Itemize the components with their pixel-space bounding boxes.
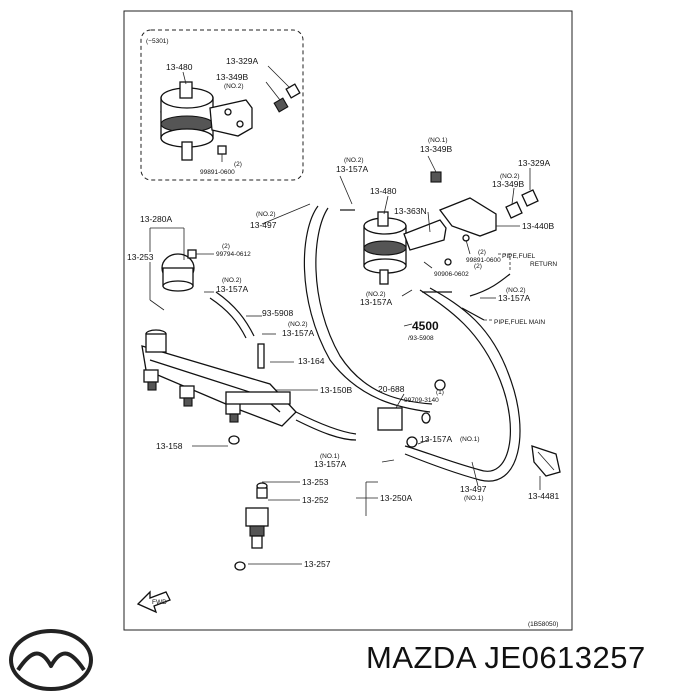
label-157A-d-no: (NO.1): [320, 453, 340, 460]
inset-99891: 99891-0600: [200, 169, 235, 176]
label-157A-a-no: (NO.2): [222, 277, 242, 284]
label-90906: 90906-0602: [434, 271, 469, 278]
inset-13-349B-no: (NO.2): [224, 83, 244, 90]
label-13-257: 13-257: [304, 559, 331, 569]
label-13-253-top: 13-253: [127, 252, 154, 262]
label-13-253-bot: 13-253: [302, 477, 329, 487]
drawing-code: (1B58050): [528, 621, 558, 628]
label-20-688: 20-688: [378, 384, 405, 394]
diagram-frame: [123, 10, 573, 631]
label-157A-c: 13-157A: [420, 434, 452, 444]
label-13-440B: 13-440B: [522, 221, 554, 231]
label-157A-a: 13-157A: [216, 284, 248, 294]
inset-label: (−5301): [146, 38, 169, 45]
label-157A-e-no: (NO.2): [344, 157, 364, 164]
label-pipe-main: PIPE,FUEL MAIN: [494, 319, 545, 326]
label-93-5908: 93-5908: [262, 308, 293, 318]
label-99794-n: (2): [222, 243, 230, 250]
label-13-4481: 13-4481: [528, 491, 559, 501]
inset-13-329A: 13-329A: [226, 56, 258, 66]
label-349B-a-no: (NO.1): [428, 137, 448, 144]
svg-text:FWD: FWD: [152, 599, 167, 606]
label-pipe-return: PIPE,FUEL: [502, 253, 536, 260]
label-99891: 99891-0600: [466, 257, 501, 264]
hose-clamp-2: [421, 412, 431, 424]
fuel-damper: [377, 407, 403, 431]
label-13-150B: 13-150B: [320, 385, 352, 395]
label-157A-b: 13-157A: [282, 328, 314, 338]
label-13-164: 13-164: [298, 356, 325, 366]
label-497-top: 13-497: [250, 220, 277, 230]
label-157A-g: 13-157A: [498, 293, 530, 303]
inset-13-349B: 13-349B: [216, 72, 248, 82]
label-90906-n: (2): [474, 263, 482, 270]
label-pipe-return-2: RETURN: [530, 261, 557, 268]
inset-13-480: 13-480: [166, 62, 193, 72]
label-157A-g-no: (NO.2): [506, 287, 526, 294]
label-13-250A: 13-250A: [380, 493, 412, 503]
label-13-363N: 13-363N: [394, 206, 427, 216]
label-497-bot: 13-497: [460, 484, 487, 494]
label-497-top-no: (NO.2): [256, 211, 276, 218]
hose-clamp-3: [406, 436, 418, 448]
leaders: [149, 155, 541, 565]
main-fuel-filter: [363, 171, 539, 285]
mazda-logo-icon: [9, 629, 93, 691]
label-349B-b-no: (NO.2): [500, 173, 520, 180]
label-13-480: 13-480: [370, 186, 397, 196]
label-93-5908-b: /93-5908: [408, 335, 434, 342]
label-99709: 99709-3140: [404, 397, 439, 404]
label-349B-b: 13-349B: [492, 179, 524, 189]
fuel-rail: [141, 329, 357, 445]
label-13-329A: 13-329A: [518, 158, 550, 168]
label-99891-n: (2): [478, 249, 486, 256]
label-157A-f-no: (NO.2): [366, 291, 386, 298]
label-157A-c-no: (NO.1): [460, 436, 480, 443]
label-13-252: 13-252: [302, 495, 329, 505]
hose-clamp: [434, 379, 446, 391]
label-157A-d: 13-157A: [314, 459, 346, 469]
label-349B-a: 13-349B: [420, 144, 452, 154]
inset-2: (2): [234, 161, 242, 168]
label-157A-e: 13-157A: [336, 164, 368, 174]
label-4500: 4500: [412, 319, 439, 333]
label-99709-n: (1): [436, 389, 444, 396]
label-157A-b-no: (NO.2): [288, 321, 308, 328]
label-13-158: 13-158: [156, 441, 183, 451]
label-157A-f: 13-157A: [360, 297, 392, 307]
injector-exploded: [234, 482, 269, 571]
label-99794: 99794-0612: [216, 251, 251, 258]
inset-fuel-filter: [160, 81, 301, 161]
label-13-280A: 13-280A: [140, 214, 172, 224]
inset-box: [140, 29, 304, 181]
fwd-arrow: FWD: [136, 590, 171, 614]
label-497-bot-no: (NO.1): [464, 495, 484, 502]
brand-part-number: MAZDA JE0613257: [366, 640, 646, 675]
inset-leaders: [182, 65, 291, 162]
pressure-regulator: [161, 249, 197, 292]
